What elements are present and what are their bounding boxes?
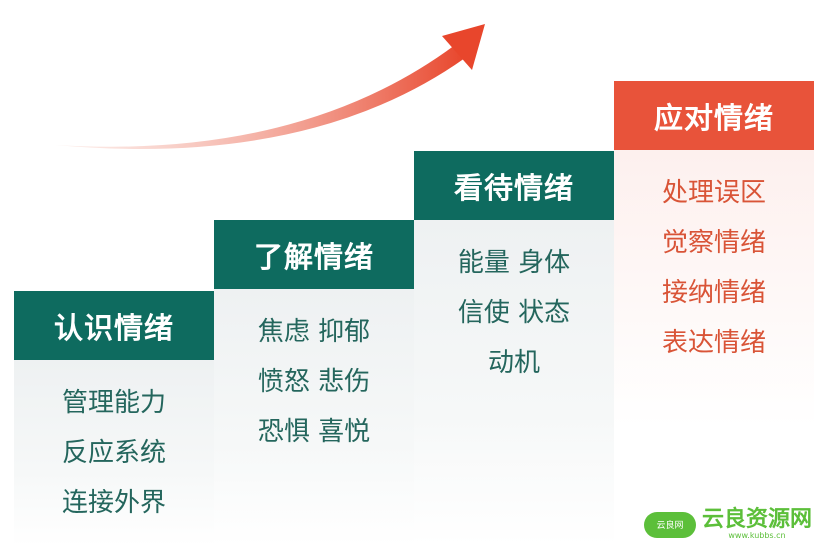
item: 觉察情绪 <box>661 228 766 258</box>
step-header: 应对情绪 <box>614 81 814 150</box>
step-1-column: 管理能力反应系统连接外界 认识情绪 <box>14 291 214 546</box>
item: 动机 <box>487 348 540 378</box>
watermark-url: www.kubbs.cn <box>728 531 786 540</box>
cloud-logo-icon: 云良网 <box>643 511 696 538</box>
item: 焦虑 抑郁 <box>257 317 371 347</box>
step-2-column: 焦虑 抑郁愤怒 悲伤恐惧 喜悦 了解情绪 <box>214 220 414 546</box>
step-3-column: 能量 身体信使 状态动机 看待情绪 <box>414 151 614 546</box>
step-header: 认识情绪 <box>14 291 214 360</box>
watermark-name: 云良资源网 <box>701 507 812 532</box>
item: 处理误区 <box>661 178 766 208</box>
item: 反应系统 <box>61 438 166 468</box>
step-header: 了解情绪 <box>214 220 414 289</box>
item: 连接外界 <box>61 488 166 518</box>
step-4-column: 处理误区觉察情绪接纳情绪表达情绪 应对情绪 <box>614 81 814 546</box>
item: 恐惧 喜悦 <box>257 417 371 447</box>
item: 表达情绪 <box>661 328 766 358</box>
step-header: 看待情绪 <box>414 151 614 220</box>
item: 愤怒 悲伤 <box>257 367 371 397</box>
item: 管理能力 <box>61 388 166 418</box>
item: 接纳情绪 <box>661 278 766 308</box>
item: 能量 身体 <box>457 248 571 278</box>
item: 信使 状态 <box>457 298 571 328</box>
